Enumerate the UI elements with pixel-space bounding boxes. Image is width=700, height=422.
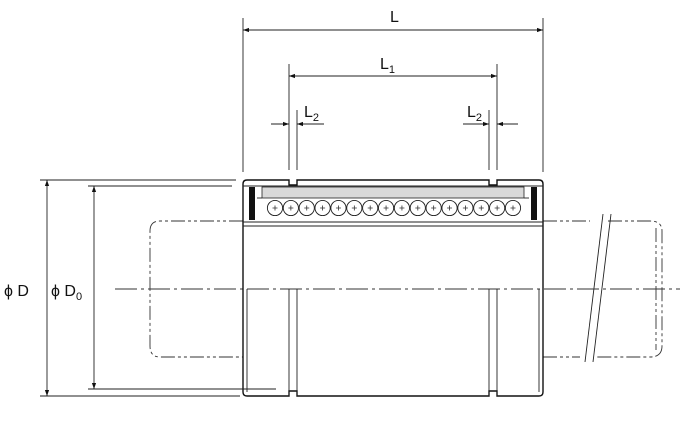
ball-center-mark	[462, 205, 468, 211]
ball-center-mark	[447, 205, 453, 211]
extension-lines	[40, 18, 544, 397]
dim-label-L1: L1	[380, 56, 395, 76]
ball-center-mark	[272, 205, 278, 211]
ball-retainer	[261, 186, 525, 199]
end-seal-right	[531, 187, 537, 220]
ball-center-mark	[494, 205, 500, 211]
ball-center-mark	[478, 205, 484, 211]
ball-center-mark	[510, 205, 516, 211]
ball-center-mark	[320, 205, 326, 211]
ball-row	[266, 199, 522, 217]
dim-label-L2-left: L2	[304, 104, 319, 124]
shaft-outline	[149, 213, 663, 363]
ball-center-mark	[383, 205, 389, 211]
ball-center-mark	[335, 205, 341, 211]
bushing-body	[242, 179, 544, 397]
dim-label-L2-right: L2	[467, 104, 482, 124]
end-seal-left	[249, 187, 255, 220]
ball-center-mark	[288, 205, 294, 211]
dim-label-D: ϕ D	[4, 283, 29, 300]
ball-center-mark	[367, 205, 373, 211]
ball-center-mark	[351, 205, 357, 211]
dim-label-L: L	[390, 9, 399, 26]
ball-center-mark	[399, 205, 405, 211]
ball-center-mark	[304, 205, 310, 211]
dimension-lines	[44, 27, 543, 396]
dim-label-D0: ϕ D0	[51, 283, 82, 303]
ball-center-mark	[415, 205, 421, 211]
ball-center-mark	[431, 205, 437, 211]
